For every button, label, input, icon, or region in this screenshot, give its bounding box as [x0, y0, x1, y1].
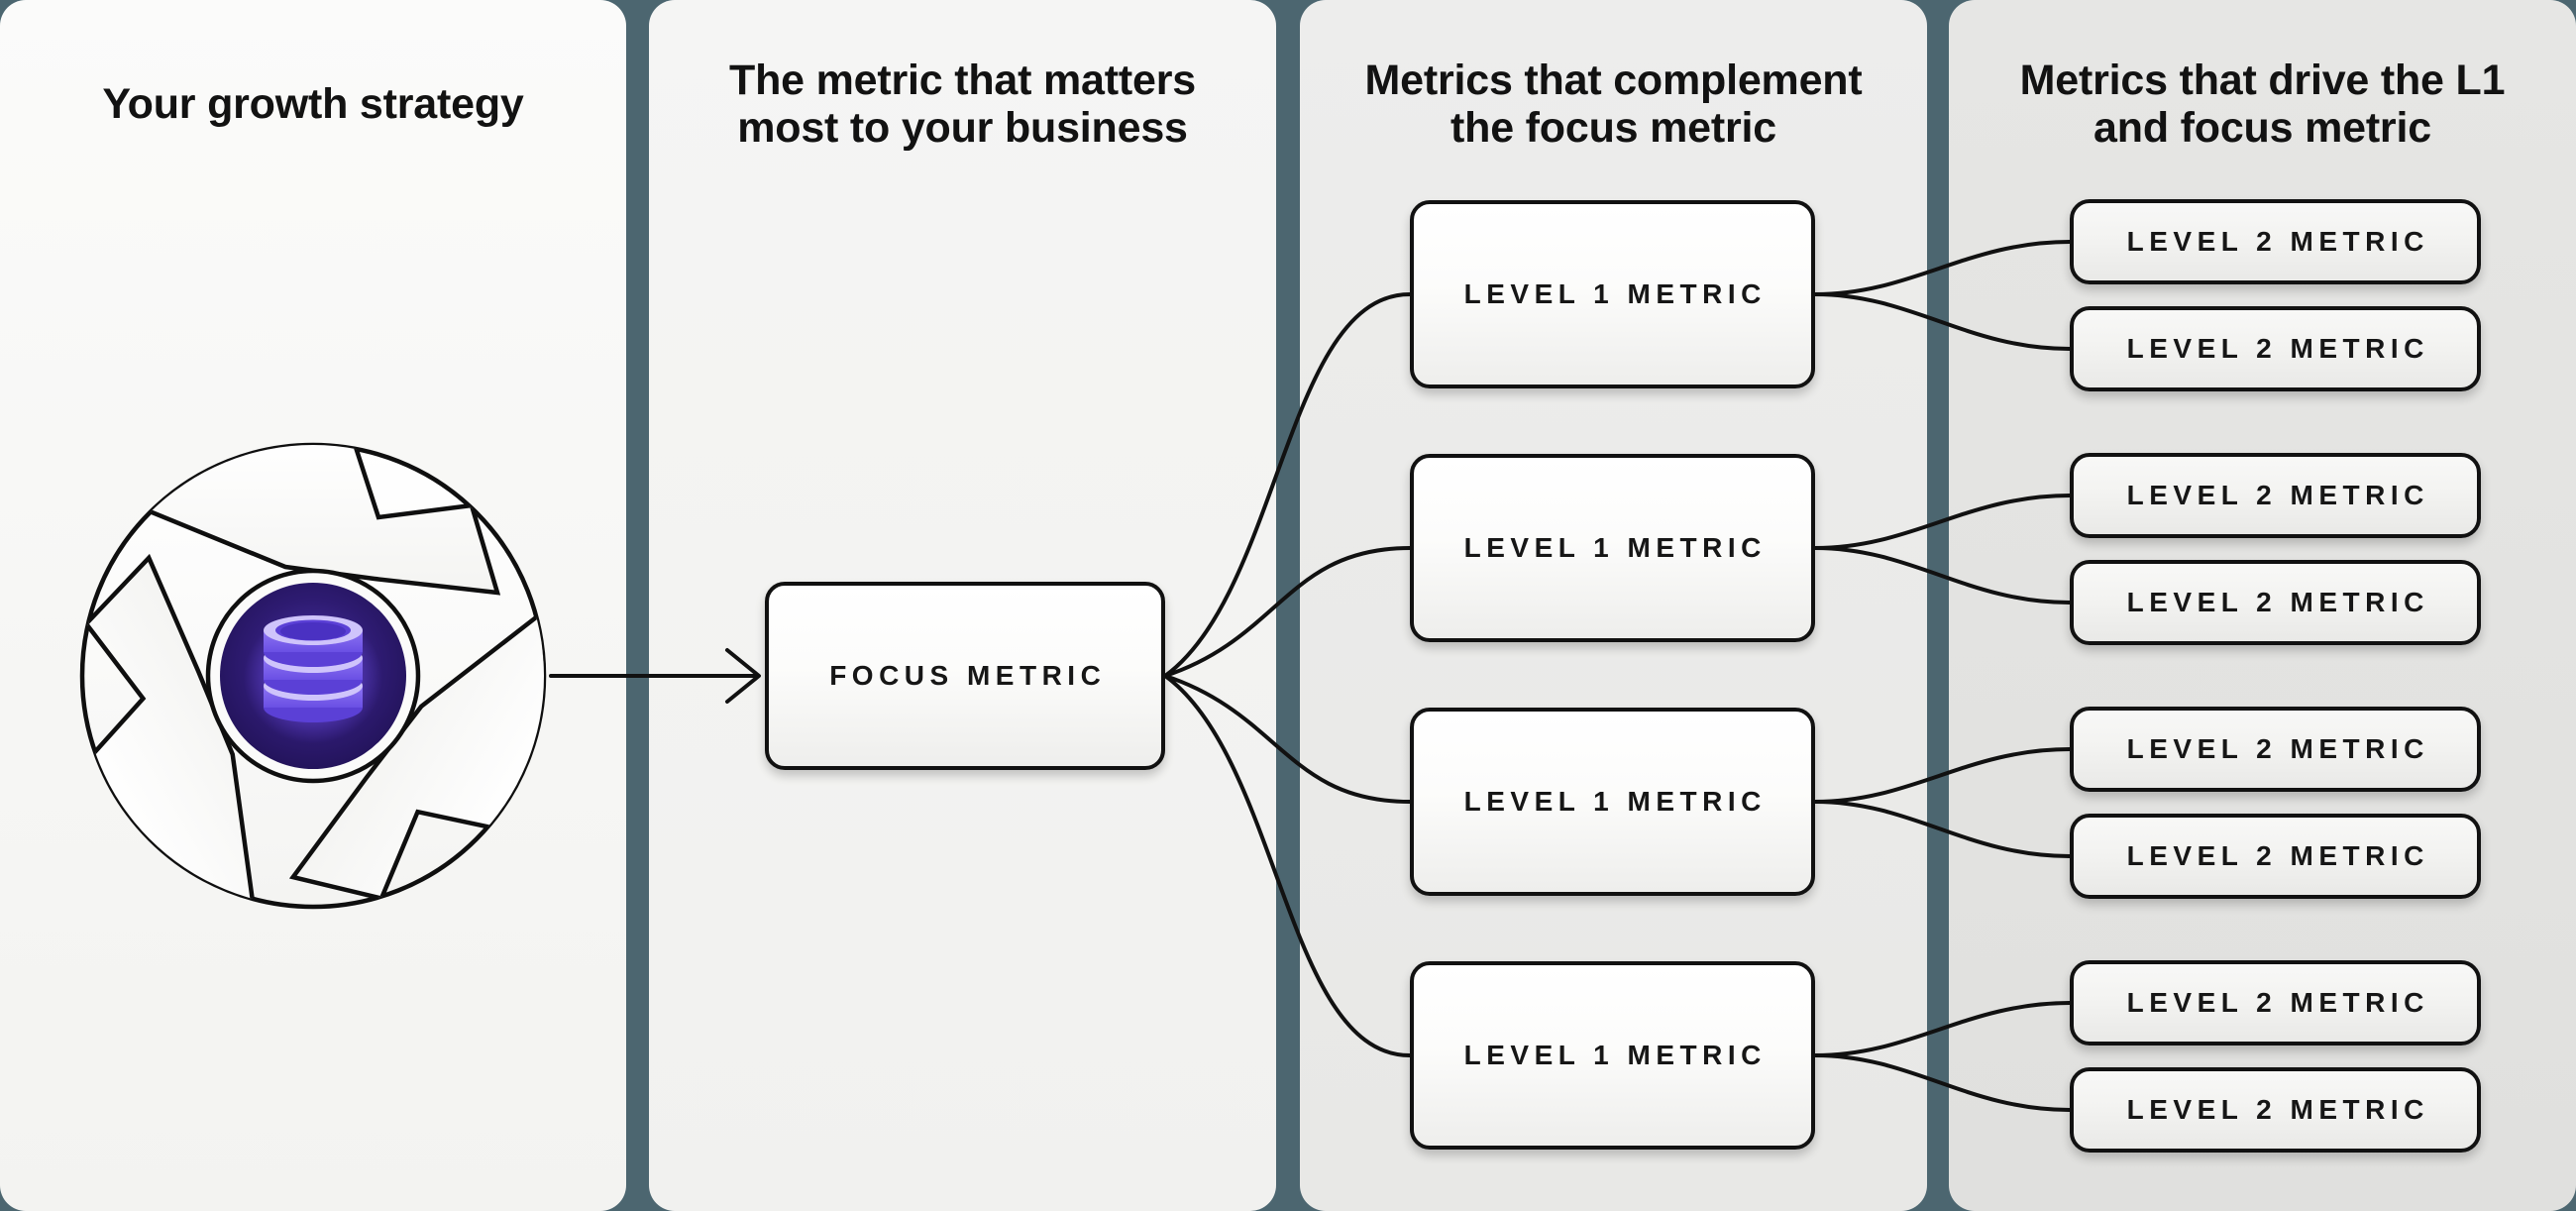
level-2-metric-box: LEVEL 2 METRIC [2070, 960, 2481, 1046]
level-2-metric-box: LEVEL 2 METRIC [2070, 199, 2481, 284]
level-2-metric-box: LEVEL 2 METRIC [2070, 306, 2481, 391]
level-1-metric-box: LEVEL 1 METRIC [1410, 961, 1815, 1150]
column-title-focus-metric: The metric that matters most to your bus… [729, 56, 1196, 152]
level-1-metric-box: LEVEL 1 METRIC [1410, 454, 1815, 642]
level-2-metric-box: LEVEL 2 METRIC [2070, 814, 2481, 899]
level-1-metric-box: LEVEL 1 METRIC [1410, 708, 1815, 896]
panel-growth-strategy [0, 0, 626, 1211]
level-2-metric-box: LEVEL 2 METRIC [2070, 453, 2481, 538]
level-2-metric-box: LEVEL 2 METRIC [2070, 1067, 2481, 1153]
focus-metric-box: FOCUS METRIC [765, 582, 1165, 770]
level-2-metric-box: LEVEL 2 METRIC [2070, 707, 2481, 792]
column-title-growth-strategy: Your growth strategy [102, 80, 524, 128]
column-title-level-1-metrics: Metrics that complement the focus metric [1364, 56, 1863, 152]
column-title-level-2-metrics: Metrics that drive the L1 and focus metr… [2019, 56, 2506, 152]
level-1-metric-box: LEVEL 1 METRIC [1410, 200, 1815, 388]
level-2-metric-box: LEVEL 2 METRIC [2070, 560, 2481, 645]
